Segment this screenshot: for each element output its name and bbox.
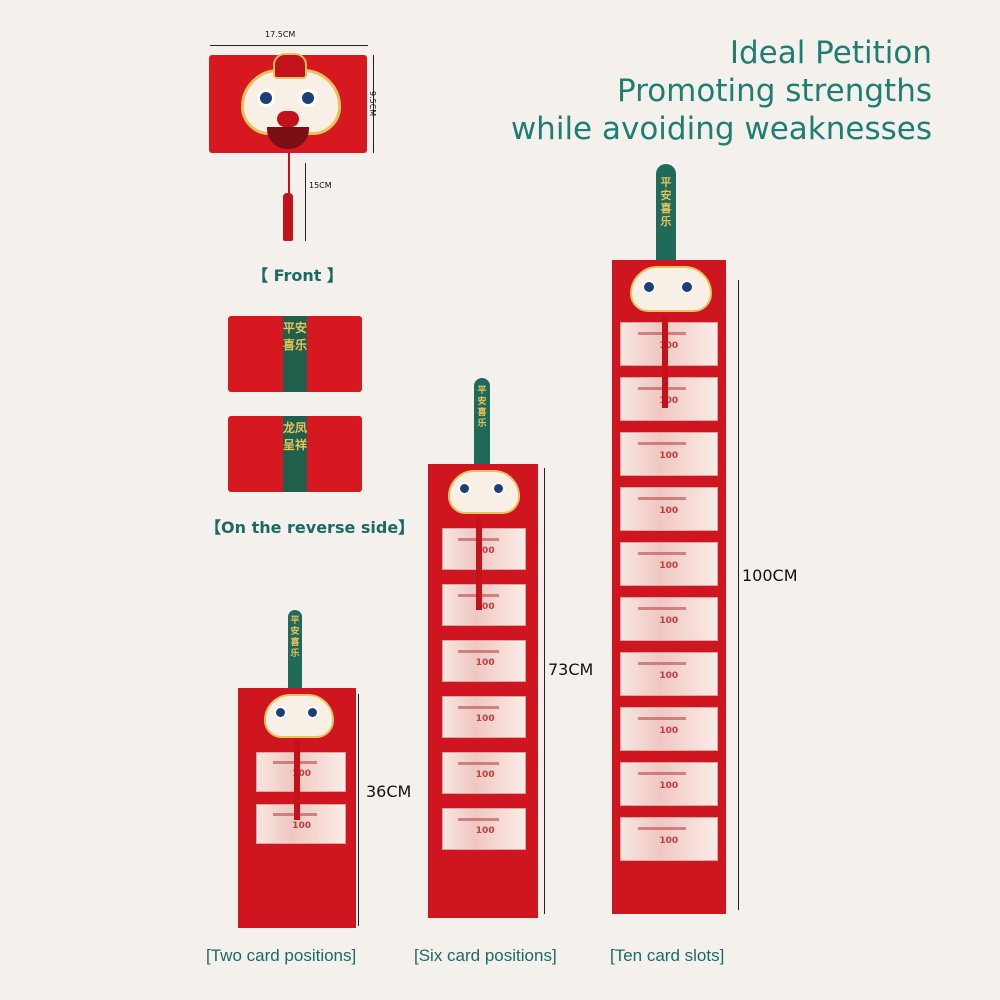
product-ten-height-line [738, 280, 739, 910]
front-height-line [373, 55, 374, 153]
product-six-bill-5: 100 [442, 752, 526, 794]
product-six-dragon-icon [442, 460, 522, 520]
front-width-label: 17.5CM [265, 30, 296, 39]
product-ten-bill-2: 100 [620, 377, 718, 421]
front-tassel-line [305, 163, 306, 241]
product-ten-stick: 平安喜乐 [656, 164, 676, 264]
front-tassel-fringe [283, 193, 293, 241]
dragon-head-icon [233, 53, 343, 153]
product-two-stick: 平安喜乐 [288, 610, 302, 690]
product-ten-bill-4: 100 [620, 487, 718, 531]
headline: Ideal Petition Promoting strengths while… [511, 34, 932, 148]
front-height-label: 9.5CM [368, 91, 377, 117]
headline-line-3: while avoiding weaknesses [510, 111, 932, 147]
product-ten-bill-6: 100 [620, 597, 718, 641]
reverse-caption: 【On the reverse side】 [205, 518, 415, 537]
product-six-stick: 平安喜乐 [474, 378, 490, 466]
product-ten-bill-5: 100 [620, 542, 718, 586]
product-six-height-line [544, 468, 545, 914]
product-two-slots: 平安喜乐 100 100 36CM [238, 610, 438, 930]
product-two-bill-2: 100 [256, 804, 346, 844]
product-ten-bill-9: 100 [620, 762, 718, 806]
headline-line-2: Promoting strengths [616, 73, 932, 109]
product-six-bill-3: 100 [442, 640, 526, 682]
front-tassel [288, 153, 290, 193]
product-two-dragon-icon [258, 684, 336, 744]
front-caption: 【 Front 】 [252, 266, 343, 285]
reverse-band-2: 龙凤呈祥 [283, 416, 307, 492]
product-six-slots: 平安喜乐 100 100 100 100 100 100 73CM [428, 378, 628, 923]
product-ten-bill-1: 100 [620, 322, 718, 366]
product-six-caption: [Six card positions] [414, 946, 557, 965]
product-two-height-line [358, 694, 359, 926]
product-six-tassel [476, 518, 482, 610]
product-ten-tassel [662, 316, 668, 408]
product-ten-bill-10: 100 [620, 817, 718, 861]
product-ten-slots: 平安喜乐 100 100 100 100 100 100 100 100 100… [612, 164, 832, 922]
product-ten-caption: [Ten card slots] [610, 946, 725, 965]
product-ten-bill-3: 100 [620, 432, 718, 476]
product-two-bill-1: 100 [256, 752, 346, 792]
product-ten-bill-7: 100 [620, 652, 718, 696]
reverse-envelope-1: 平安喜乐 [228, 316, 362, 392]
product-two-tassel [294, 740, 300, 820]
product-six-bill-6: 100 [442, 808, 526, 850]
reverse-band-1: 平安喜乐 [283, 316, 307, 392]
front-envelope [209, 53, 367, 153]
product-ten-bill-8: 100 [620, 707, 718, 751]
product-six-bill-4: 100 [442, 696, 526, 738]
reverse-envelope-2: 龙凤呈祥 [228, 416, 362, 492]
product-two-height-label: 36CM [366, 782, 412, 801]
product-ten-height-label: 100CM [742, 566, 798, 585]
front-tassel-label: 15CM [309, 181, 332, 190]
product-two-caption: [Two card positions] [206, 946, 357, 965]
product-ten-dragon-icon [624, 258, 714, 318]
product-six-bill-2: 100 [442, 584, 526, 626]
front-width-line [210, 45, 368, 46]
product-six-height-label: 73CM [548, 660, 594, 679]
headline-line-1: Ideal Petition [729, 35, 932, 71]
front-view: 17.5CM 9.5CM 15CM [205, 25, 395, 255]
product-six-bill-1: 100 [442, 528, 526, 570]
